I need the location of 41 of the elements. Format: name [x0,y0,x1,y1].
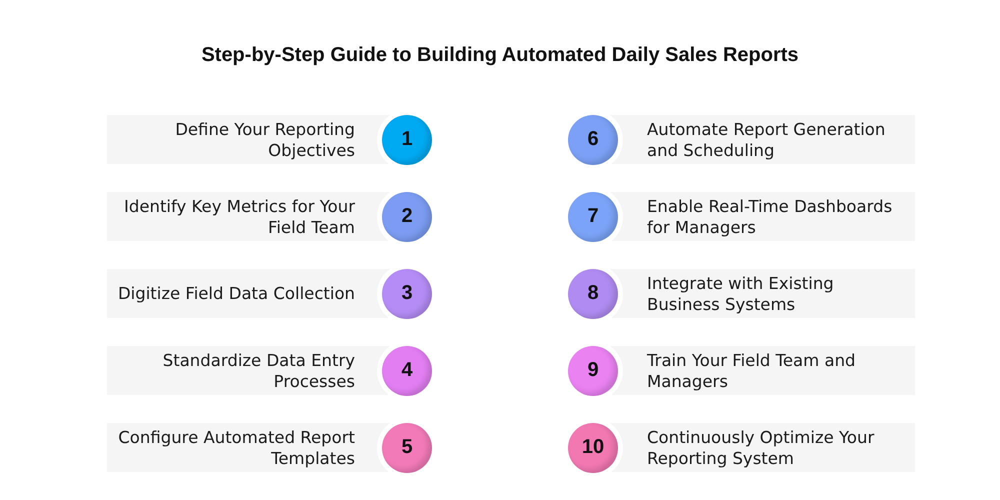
step-number: 10 [582,436,604,459]
step-text: Integrate with Existing Business Systems [647,272,835,314]
step-band [107,346,390,395]
step-text: Standardize Data Entry Processes [162,350,355,392]
step-number-circle [568,422,618,472]
step-number: 1 [401,128,413,151]
step-text: Identify Key Metrics for Your Field Team [123,196,355,238]
step-band [610,269,915,318]
step-band [107,115,390,164]
step-text: Automate Report Generation and Scheduling [647,118,886,160]
step-number: 4 [401,359,413,382]
step-text: Train Your Field Team and Managers [647,350,857,392]
step-number-circle [568,192,618,242]
step-number-circle [382,346,432,396]
step-band [107,192,390,241]
step-number-circle [382,422,432,472]
step-band [610,115,915,164]
step-text: Define Your Reporting Objectives [174,118,355,160]
title: Step-by-Step Guide to Building Automated Daily Sales Reports [200,44,800,67]
step-number: 2 [401,205,413,228]
step-text: Enable Real-Time Dashboards for Managers [647,196,894,238]
step-band [610,423,915,472]
step-number: 3 [401,282,413,305]
step-number-circle [568,114,618,164]
step-number: 6 [587,128,599,151]
step-number-circle [382,268,432,318]
step-number: 9 [587,359,599,382]
step-number: 7 [587,205,599,228]
step-number: 5 [401,436,413,459]
step-number: 8 [587,282,599,305]
step-text: Configure Automated Report Templates [117,426,355,468]
step-number-circle [382,192,432,242]
step-number-circle [568,268,618,318]
step-band [610,192,915,241]
step-band [610,346,915,395]
step-band [107,269,390,318]
step-band [107,423,390,472]
step-number-circle [568,346,618,396]
step-number-circle [382,114,432,164]
step-text: Continuously Optimize Your Reporting System [647,426,876,468]
step-text: Digitize Field Data Collection [118,283,355,304]
